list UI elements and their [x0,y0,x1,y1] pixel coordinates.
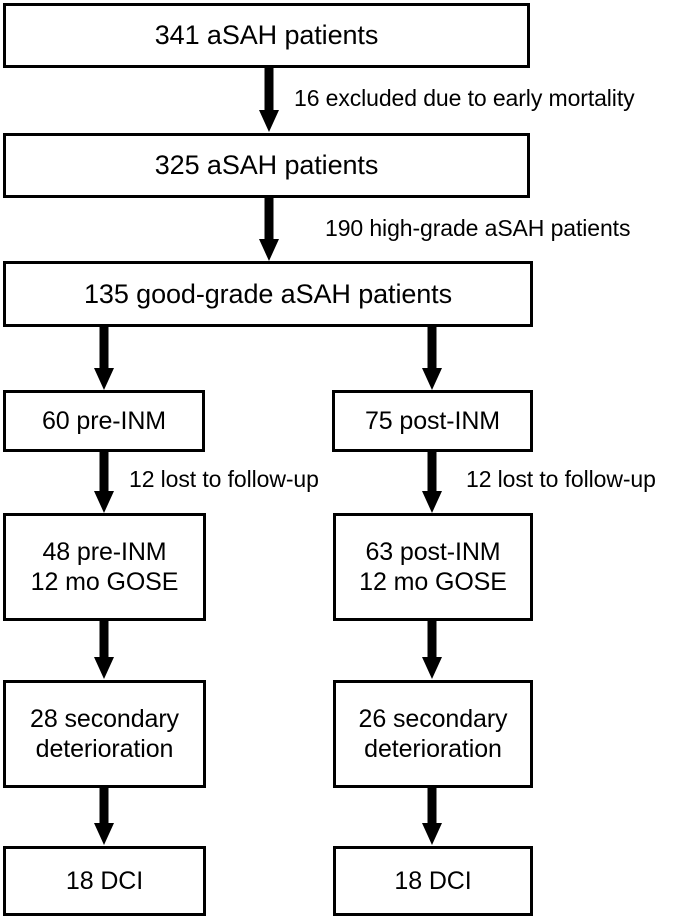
node-label: 18 DCI [65,866,144,895]
node-label: 325 aSAH patients [154,150,379,181]
arrow-48-gose-to-28-secondary [93,621,115,680]
arrow-26-secondary-to-18-dci [421,788,443,846]
node-label: 63 post-INM 12 mo GOSE [359,537,507,597]
arrow-135-to-75-post-inm [421,327,443,391]
node-label: 60 pre-INM [41,406,167,435]
arrow-135-to-60-pre-inm [93,327,115,391]
arrow-60-pre-inm-to-48-gose [93,452,115,514]
node-48-pre-inm-12-mo-gose: 48 pre-INM 12 mo GOSE [3,513,206,621]
node-label: 28 secondary deterioration [30,704,179,764]
node-341-asah-patients: 341 aSAH patients [3,3,530,68]
label-excluded-early-mortality: 16 excluded due to early mortality [294,85,635,111]
label-high-grade-asah: 190 high-grade aSAH patients [325,215,631,241]
arrow-28-secondary-to-18-dci [93,788,115,846]
arrow-325-to-135 [258,198,280,262]
node-60-pre-inm: 60 pre-INM [3,390,205,452]
node-18-dci-left: 18 DCI [3,846,206,916]
edge-label-text: 190 high-grade aSAH patients [325,215,631,241]
node-63-post-inm-12-mo-gose: 63 post-INM 12 mo GOSE [333,513,533,621]
node-label: 75 post-INM [364,406,501,435]
node-325-asah-patients: 325 aSAH patients [3,133,530,198]
node-label: 18 DCI [394,866,472,895]
edge-label-text: 12 lost to follow-up [466,466,656,492]
arrow-63-gose-to-26-secondary [421,621,443,680]
node-label: 48 pre-INM 12 mo GOSE [30,537,179,597]
node-label: 26 secondary deterioration [358,704,508,764]
label-lost-follow-up-right: 12 lost to follow-up [466,466,656,492]
arrow-75-post-inm-to-63-gose [421,452,443,514]
node-label: 135 good-grade aSAH patients [84,278,452,309]
node-28-secondary-deterioration: 28 secondary deterioration [3,680,206,788]
node-75-post-inm: 75 post-INM [332,390,533,452]
node-26-secondary-deterioration: 26 secondary deterioration [333,680,533,788]
node-135-good-grade-asah-patients: 135 good-grade aSAH patients [3,261,533,327]
node-label: 341 aSAH patients [154,20,379,51]
edge-label-text: 16 excluded due to early mortality [294,85,635,111]
arrow-341-to-325 [258,68,280,133]
edge-label-text: 12 lost to follow-up [129,466,319,492]
label-lost-follow-up-left: 12 lost to follow-up [129,466,319,492]
node-18-dci-right: 18 DCI [333,846,533,916]
